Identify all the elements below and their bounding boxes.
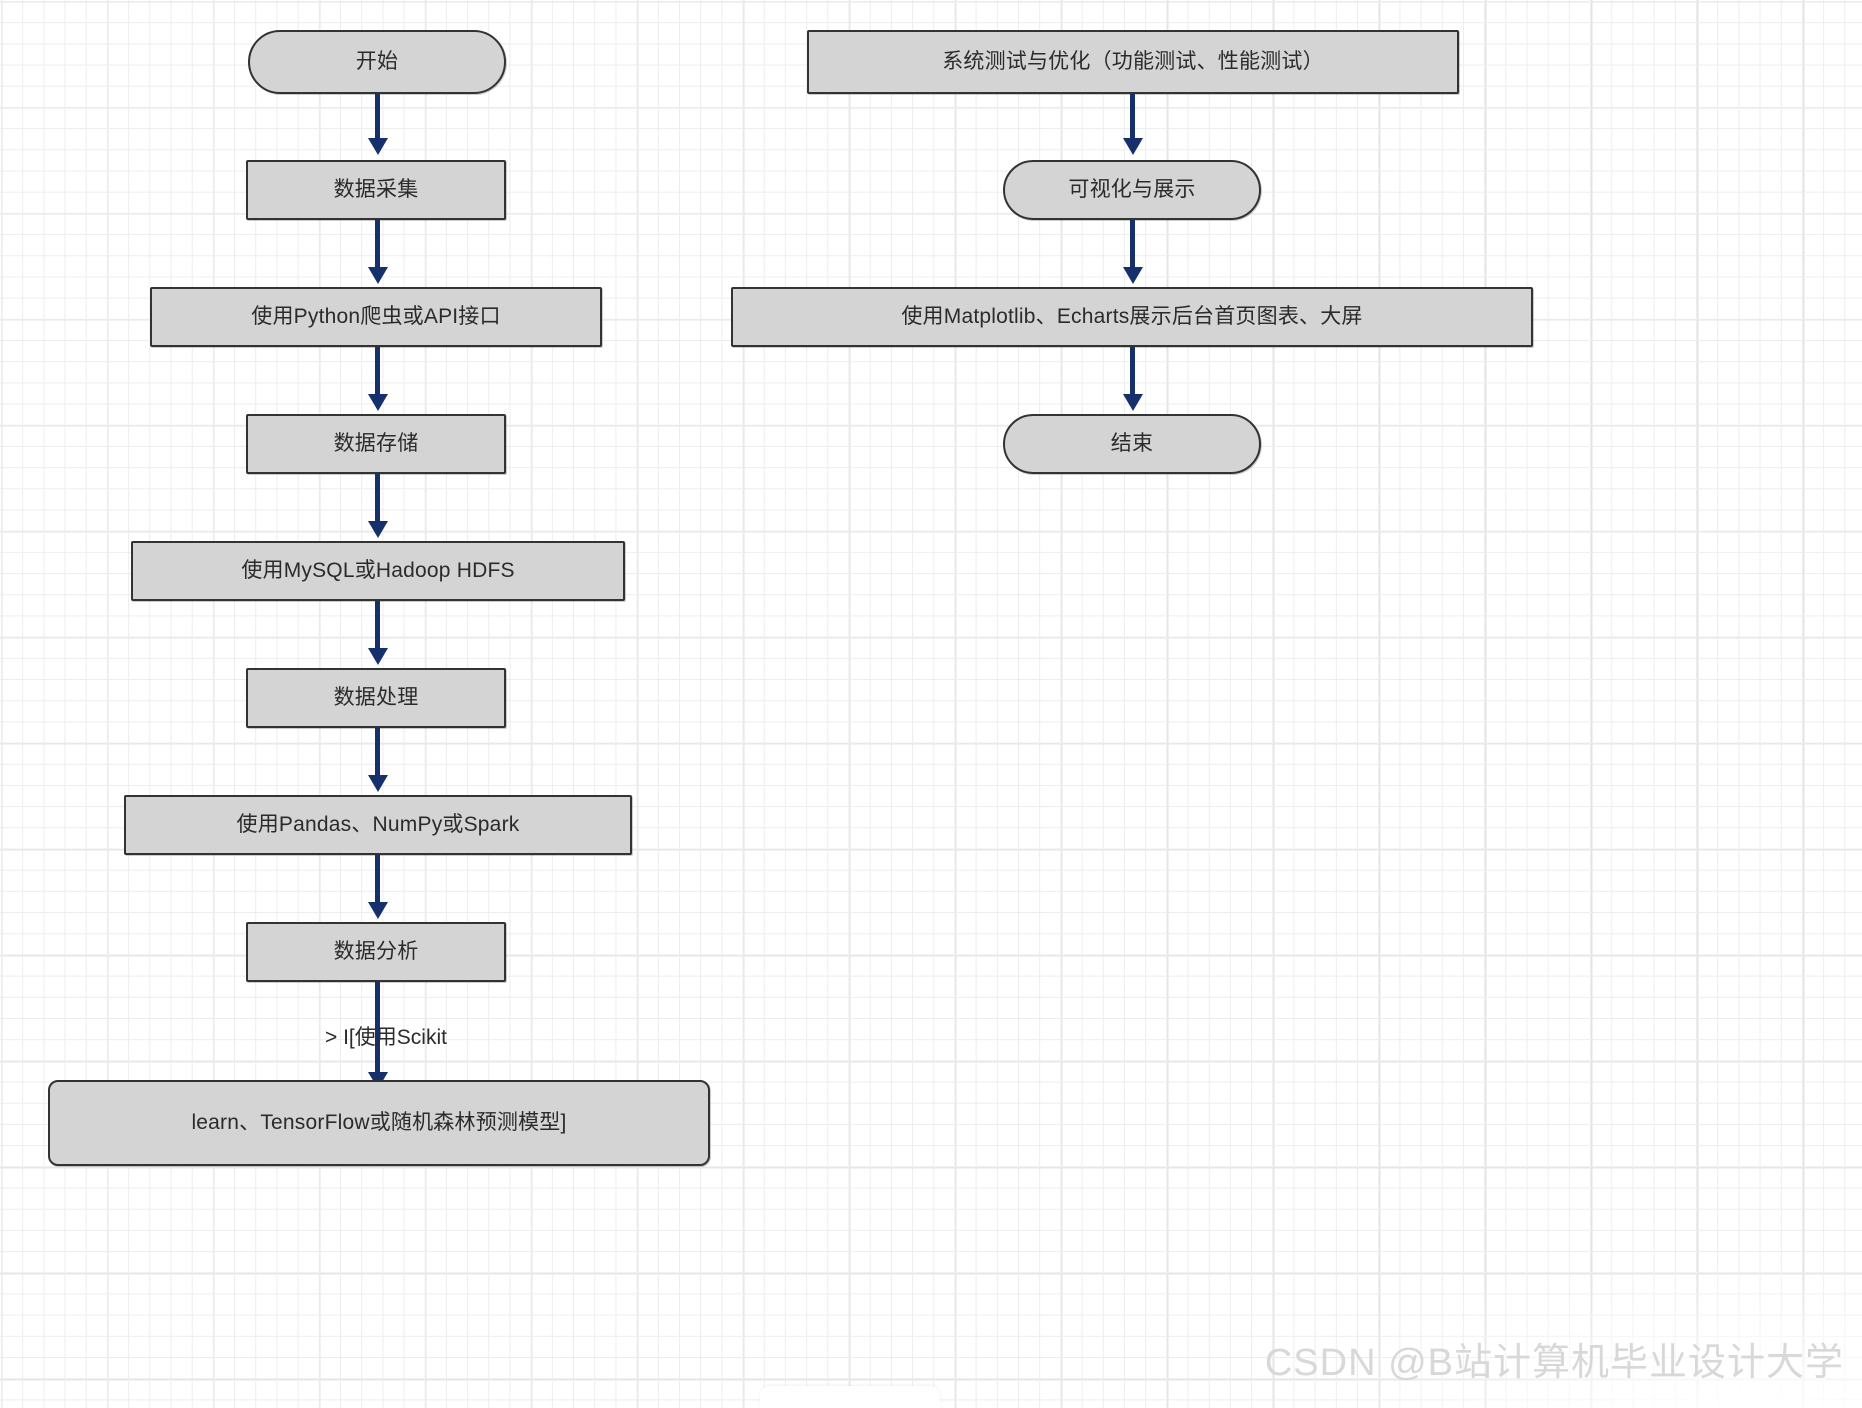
node-system-test[interactable]: 系统测试与优化（功能测试、性能测试）	[807, 30, 1459, 94]
edge-store-to-store-detail	[375, 474, 380, 521]
edge-visualize-to-visualize-detail	[1130, 220, 1135, 267]
arrowhead-collect-to-collect-detail	[368, 267, 388, 284]
node-data-processing[interactable]: 数据处理	[246, 668, 506, 728]
node-data-storage-detail[interactable]: 使用MySQL或Hadoop HDFS	[131, 541, 625, 601]
node-visualization[interactable]: 可视化与展示	[1003, 160, 1261, 220]
edge-start-to-collect	[375, 94, 380, 138]
node-start[interactable]: 开始	[248, 30, 506, 94]
node-end[interactable]: 结束	[1003, 414, 1261, 474]
arrowhead-store-to-store-detail	[368, 521, 388, 538]
node-data-collection[interactable]: 数据采集	[246, 160, 506, 220]
bottom-partial-card	[760, 1386, 940, 1408]
node-data-processing-detail[interactable]: 使用Pandas、NumPy或Spark	[124, 795, 632, 855]
edge-test-to-visualize	[1130, 94, 1135, 138]
edge-collect-detail-to-store	[375, 347, 380, 394]
arrowhead-collect-detail-to-store	[368, 394, 388, 411]
edge-visualize-detail-to-end	[1130, 347, 1135, 394]
arrowhead-process-to-process-detail	[368, 775, 388, 792]
edge-collect-to-collect-detail	[375, 220, 380, 267]
arrowhead-store-detail-to-process	[368, 648, 388, 665]
edge-process-to-process-detail	[375, 728, 380, 775]
edge-process-detail-to-analyze	[375, 855, 380, 902]
arrowhead-visualize-detail-to-end	[1123, 394, 1143, 411]
arrowhead-start-to-collect	[368, 138, 388, 155]
arrowhead-process-detail-to-analyze	[368, 902, 388, 919]
node-data-storage[interactable]: 数据存储	[246, 414, 506, 474]
arrowhead-visualize-to-visualize-detail	[1123, 267, 1143, 284]
node-data-analysis[interactable]: 数据分析	[246, 922, 506, 982]
edge-store-detail-to-process	[375, 601, 380, 648]
arrowhead-test-to-visualize	[1123, 138, 1143, 155]
edge-analyze-to-model	[375, 982, 380, 1072]
csdn-watermark: CSDN @B站计算机毕业设计大学	[1264, 1342, 1844, 1384]
node-visualization-detail[interactable]: 使用Matplotlib、Echarts展示后台首页图表、大屏	[731, 287, 1533, 347]
node-model-detail[interactable]: learn、TensorFlow或随机森林预测模型]	[48, 1080, 710, 1166]
node-data-collection-detail[interactable]: 使用Python爬虫或API接口	[150, 287, 602, 347]
edge-label-scikit: > I[使用Scikit	[325, 1026, 447, 1049]
bottom-right-fade	[1302, 1258, 1862, 1408]
